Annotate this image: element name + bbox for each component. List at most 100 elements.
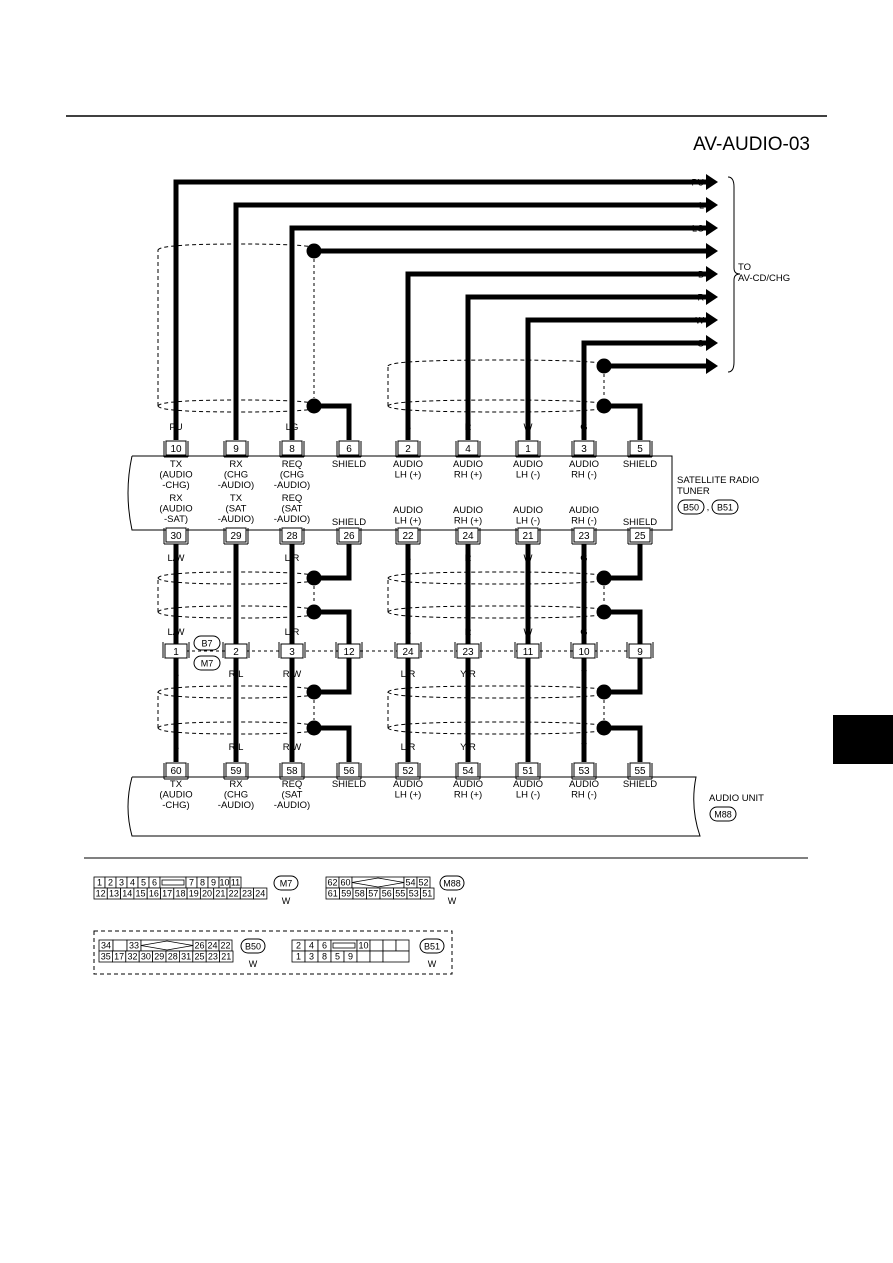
shield-ground-wire <box>611 544 643 581</box>
tuner-lower-pin-label: RH (-) <box>571 516 597 527</box>
joint-pin-number: 11 <box>523 647 534 658</box>
destination-label: AV-CD/CHG <box>738 273 790 284</box>
audio-unit-pin-number: 55 <box>634 766 646 777</box>
connector-face-b50-cell <box>112 939 128 952</box>
joint-wire-color-below: R/W <box>283 669 302 680</box>
shield-splice-dot <box>596 720 612 736</box>
output-wire-color: L <box>699 201 704 211</box>
audio-unit-box <box>127 776 701 837</box>
tuner-lower-pin-label: RX <box>169 493 183 504</box>
shield-outline <box>387 685 613 735</box>
connector-face-b50-pin: 21 <box>221 952 231 962</box>
connector-face-m7-pin: 8 <box>200 878 205 888</box>
audio-unit-pin-label: AUDIO <box>393 779 423 790</box>
output-arrow <box>706 266 718 282</box>
output-wire <box>525 317 706 440</box>
connector-face-m88-pin: 62 <box>327 878 337 888</box>
tuner-upper-pin-label: REQ <box>282 459 303 470</box>
tuner-lower-pin-label: TX <box>230 493 243 504</box>
shield-splice-dot <box>306 684 322 700</box>
section-tab <box>833 715 893 764</box>
shield-ground-wire <box>611 725 643 762</box>
tuner-lower-pin-number: 21 <box>522 531 534 542</box>
tuner-lower-pin-number: 30 <box>170 531 182 542</box>
joint-wire-color-below: B <box>173 669 179 680</box>
connector-face-m88-pin: 52 <box>418 878 428 888</box>
shield-splice-dot <box>596 358 612 374</box>
connector-face-b50-pin: 22 <box>220 941 230 951</box>
connector-face-m88 <box>325 876 435 900</box>
audio-unit-pin-number: 53 <box>578 766 590 777</box>
audio-unit-pin <box>517 762 539 778</box>
connector-face-m7 <box>93 876 268 900</box>
joint-connector-m7 <box>193 655 221 671</box>
joint-wire-color-below: L/R <box>401 669 416 680</box>
connector-separator: , <box>707 502 710 513</box>
joint-pin-number: 9 <box>637 647 643 658</box>
tuner-lower-pin <box>457 527 479 543</box>
audio-unit-wire-color: Y/R <box>460 742 476 753</box>
audio-unit-wire-color: R/L <box>229 742 244 753</box>
tuner-upper-pin-label: RH (+) <box>454 470 482 481</box>
tuner-upper-pin-label: LH (-) <box>516 470 540 481</box>
tuner-lower-pin-label: RH (+) <box>454 516 482 527</box>
shield-ground-wire <box>321 544 352 581</box>
connector-face-b51-pin: 9 <box>348 952 353 962</box>
connector-face-b51-pin: 10 <box>358 941 368 951</box>
tuner-upper-pin-number: 4 <box>465 444 471 455</box>
audio-unit-pin-label: RX <box>229 779 243 790</box>
audio-unit-pin <box>573 762 595 778</box>
connector-face-m7-pin: 4 <box>130 878 135 888</box>
connector-face-m88-pin: 58 <box>355 889 365 899</box>
output-arrow <box>706 197 718 213</box>
tuner-upper-pin-number: 3 <box>581 444 587 455</box>
tuner-upper-pin-number: 1 <box>525 444 531 455</box>
tuner-lower-pin-label: (SAT <box>226 504 247 515</box>
audio-unit-pin-number: 54 <box>462 766 474 777</box>
audio-unit-pin-label: LH (+) <box>395 790 422 801</box>
joint-pin-number: 10 <box>578 647 590 658</box>
tuner-upper-pin <box>457 440 479 456</box>
audio-unit-pin <box>225 762 247 778</box>
connector-face-b51-pin: 4 <box>309 941 314 951</box>
connector-face-m7-pin: 2 <box>108 878 113 888</box>
shield-splice-dot <box>306 604 322 620</box>
shield-outline <box>157 243 321 413</box>
tuner-upper-pin <box>629 440 651 456</box>
output-brace <box>727 176 741 373</box>
connector-group-outline <box>93 930 453 975</box>
tuner-name: TUNER <box>677 486 710 497</box>
connector-face-m7-color: W <box>282 896 291 906</box>
connector-face-b51-pin: 8 <box>322 952 327 962</box>
tuner-upper-pin-label: AUDIO <box>513 459 543 470</box>
joint-pin-number: 1 <box>173 647 179 658</box>
connector-face-m88-pin: 51 <box>422 889 432 899</box>
joint-wire-color-below: R/L <box>229 669 244 680</box>
tuner-upper-pin <box>397 440 419 456</box>
audio-unit-pin-label: TX <box>170 779 183 790</box>
connector-face-m88-pin: 56 <box>382 889 392 899</box>
harness-wire-color: G <box>580 553 587 564</box>
shield-outline <box>157 571 321 619</box>
connector-face-m7-latch <box>161 879 185 886</box>
shield-outline <box>157 685 321 735</box>
tuner-upper-pin-label: LH (+) <box>395 470 422 481</box>
tuner-upper-pin <box>573 440 595 456</box>
output-wire <box>233 202 706 440</box>
tuner-connector-b51-label: B51 <box>717 503 733 513</box>
shield-splice-dot <box>596 398 612 414</box>
audio-unit-pin-label: LH (-) <box>516 790 540 801</box>
tuner-lower-pin <box>517 527 539 543</box>
connector-face-m88-cell <box>420 887 435 900</box>
connector-face-m7-pin: 19 <box>189 889 199 899</box>
tuner-lower-pin <box>225 527 247 543</box>
tuner-lower-pin-label: (SAT <box>282 504 303 515</box>
output-wire-color: G <box>697 339 704 349</box>
shield-outline <box>387 359 613 413</box>
harness-wire-color: L/R <box>285 553 300 564</box>
audio-unit-pin <box>281 762 303 778</box>
tuner-lower-pin-label: SHIELD <box>332 517 366 528</box>
connector-face-m7-pin: 22 <box>229 889 239 899</box>
tuner-lower-pin-label: AUDIO <box>453 505 483 516</box>
